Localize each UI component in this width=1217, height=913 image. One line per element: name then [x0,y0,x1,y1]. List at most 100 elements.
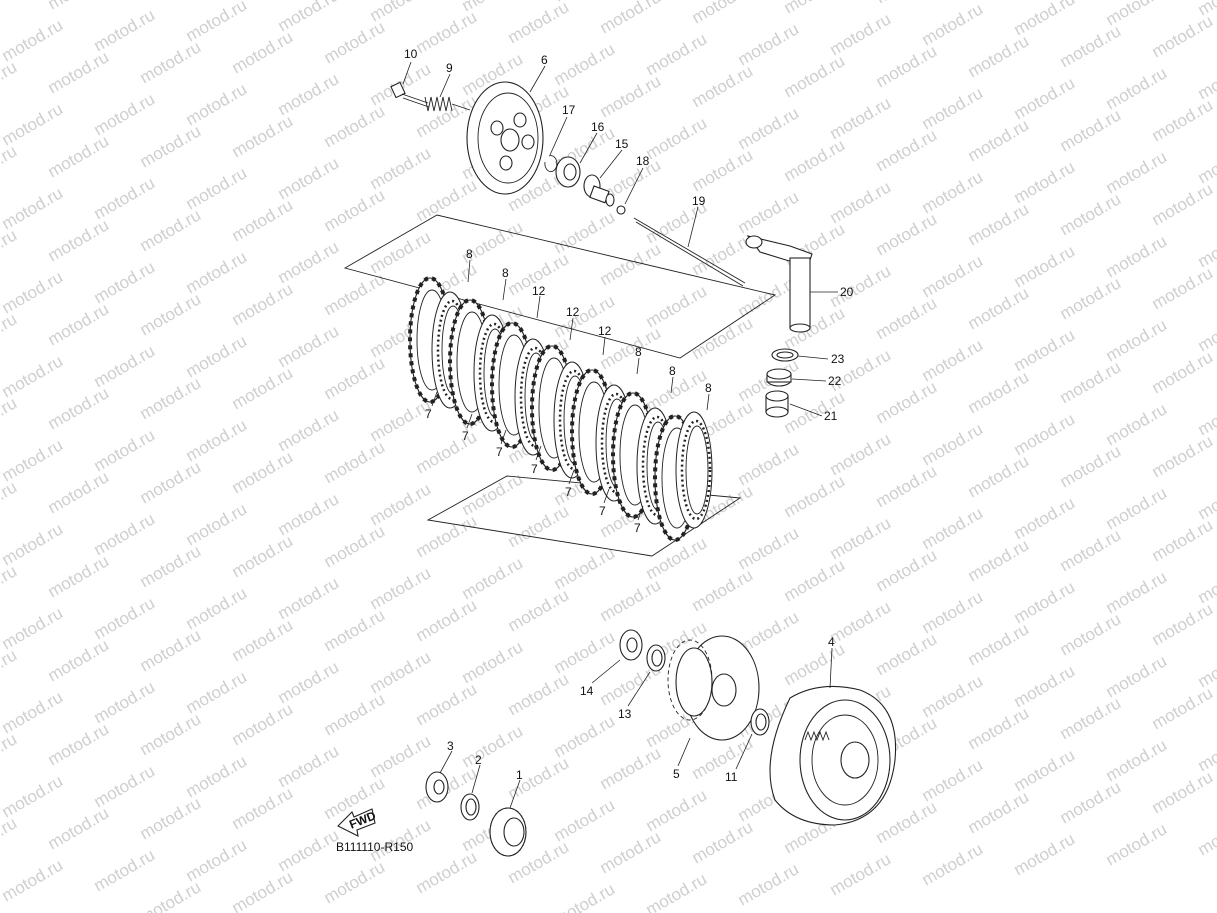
watermark-text: motod.ru [137,37,205,87]
callout-7-e: 7 [565,485,572,499]
watermark-text: motod.ru [1149,515,1217,565]
watermark-text: motod.ru [505,0,573,47]
watermark-text: motod.ru [781,555,849,605]
callout-4: 4 [828,635,835,649]
watermark-text: motod.ru [45,719,113,769]
watermark-text: motod.ru [873,461,941,511]
watermark-text: motod.ru [137,793,205,843]
watermark-text: motod.ru [1149,347,1217,397]
diagram-code: B111110-R150 [336,840,413,854]
watermark-text: motod.ru [965,535,1033,585]
watermark-text: motod.ru [45,215,113,265]
part-5-clutch-boss [667,635,760,741]
callout-15: 15 [615,137,629,151]
watermark-text: motod.ru [1195,0,1217,19]
watermark-text: motod.ru [229,363,297,413]
callout-8-d: 8 [669,364,676,378]
watermark-text: motod.ru [1057,357,1125,407]
callout-6: 6 [541,53,548,67]
callout-18: 18 [636,154,650,168]
callout-7-g: 7 [634,521,641,535]
watermark-text: motod.ru [45,467,113,517]
callout-23: 23 [831,352,845,366]
watermark-text: motod.ru [689,565,757,615]
watermark-text: motod.ru [0,225,20,275]
watermark-text: motod.ru [965,199,1033,249]
watermark-text: motod.ru [229,615,297,665]
watermark-text: motod.ru [0,393,20,443]
watermark-text: motod.ru [1149,11,1217,61]
watermark-text: motod.ru [229,531,297,581]
part-4-clutch-housing [769,685,897,826]
part-2-washer [460,793,480,821]
watermark-text: motod.ru [597,239,665,289]
watermark-text: motod.ru [0,477,20,527]
callout-8-b: 8 [502,266,509,280]
watermark-text: motod.ru [597,71,665,121]
watermark-text: motod.ru [321,605,389,655]
watermark-text: motod.ru [321,353,389,403]
watermark-text: motod.ru [873,0,941,7]
watermark-text: motod.ru [965,283,1033,333]
callout-22: 22 [828,374,842,388]
watermark-text: motod.ru [1149,767,1217,817]
watermark-text: motod.ru [45,299,113,349]
watermark-text: motod.ru [689,229,757,279]
watermark-text: motod.ru [321,689,389,739]
callout-3: 3 [447,739,454,753]
watermark-text: motod.ru [413,427,481,477]
watermark-text: motod.ru [45,47,113,97]
callout-8-c: 8 [635,345,642,359]
watermark-text: motod.ru [597,0,665,37]
watermark-text: motod.ru [873,125,941,175]
watermark-text: motod.ru [965,703,1033,753]
watermark-text: motod.ru [45,803,113,853]
part-14-nut [619,629,643,661]
part-15-push-rod-1 [583,174,615,207]
watermark-text: motod.ru [919,839,987,889]
callout-8-a: 8 [466,247,473,261]
watermark-text: motod.ru [137,0,205,3]
part-17-circlip [544,155,558,173]
watermark-text: motod.ru [45,551,113,601]
watermark-text: motod.ru [137,625,205,675]
callout-14: 14 [580,684,594,698]
watermark-text: motod.ru [781,0,849,17]
watermark-text: motod.ru [0,309,20,359]
watermark-text: motod.ru [229,195,297,245]
part-13-washer [646,644,666,672]
watermark-text: motod.ru [137,457,205,507]
callout-7-c: 7 [496,445,503,459]
watermark-text: motod.ru [321,521,389,571]
watermark-text: motod.ru [873,797,941,847]
callout-7-b: 7 [462,429,469,443]
watermark-text: motod.ru [1057,273,1125,323]
watermark-text: motod.ru [1149,599,1217,649]
watermark-text: motod.ru [689,817,757,867]
watermark-text: motod.ru [1057,693,1125,743]
watermark-text: motod.ru [505,585,573,635]
callout-12-a: 12 [532,284,546,298]
watermark-text: motod.ru [965,31,1033,81]
watermark-text: motod.ru [1103,819,1171,869]
watermark-text: motod.ru [137,541,205,591]
watermark-text: motod.ru [229,783,297,833]
watermark-text: motod.ru [1057,441,1125,491]
watermark-text: motod.ru [781,387,849,437]
callout-12-b: 12 [566,305,580,319]
part-21-bearing [765,390,789,418]
watermark-text: motod.ru [229,699,297,749]
watermark-text: motod.ru [551,879,619,913]
watermark-text: motod.ru [229,279,297,329]
watermark-text: motod.ru [781,51,849,101]
part-23-circlip [771,348,799,362]
watermark-text: motod.ru [1149,95,1217,145]
watermark-text: motod.ru [689,145,757,195]
watermark-text: motod.ru [1149,431,1217,481]
watermark-text: motod.ru [1057,525,1125,575]
part-3-bearing [425,771,449,803]
callout-labels: 10 9 6 17 16 15 18 19 20 23 22 21 8 8 12… [404,47,854,784]
callout-7-d: 7 [531,462,538,476]
watermark-text: motod.ru [1149,179,1217,229]
watermark-text: motod.ru [321,437,389,487]
